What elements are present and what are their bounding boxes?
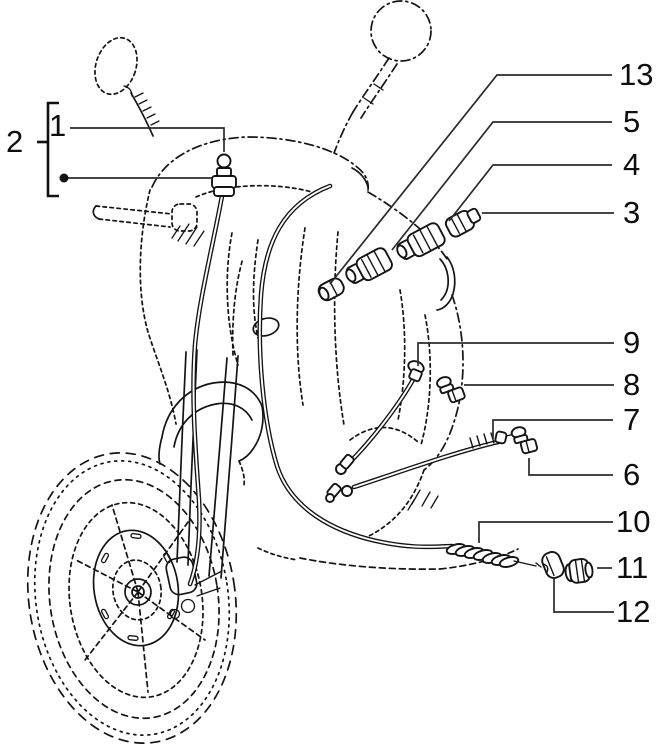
part-8-clamp — [436, 376, 466, 404]
scooter-body — [26, 0, 519, 744]
callout-6: 6 — [623, 457, 641, 492]
front-brake-cable — [187, 193, 225, 587]
callout-13: 13 — [619, 57, 654, 92]
right-body — [367, 191, 464, 511]
callout-11: 11 — [616, 550, 649, 585]
bracket-2 — [46, 101, 59, 198]
leader-13 — [329, 74, 612, 285]
part-6-clamp — [510, 426, 539, 455]
front-wheel — [26, 452, 238, 744]
right-mirror — [333, 0, 432, 154]
callout-2: 2 — [6, 124, 24, 159]
leader-5 — [391, 121, 612, 251]
part-12-grommet — [541, 551, 565, 579]
leader-4 — [448, 164, 612, 222]
front-fork — [176, 257, 244, 579]
leader-9 — [417, 342, 614, 366]
leader-12 — [553, 579, 614, 613]
leader-10 — [478, 521, 613, 543]
callout-10: 10 — [616, 504, 651, 539]
leg-shield — [139, 189, 345, 426]
callout-3: 3 — [623, 195, 641, 230]
cables — [187, 183, 542, 587]
leader-1 — [70, 127, 225, 152]
callout-8: 8 — [623, 367, 641, 402]
leader-7 — [492, 419, 613, 439]
brake-caliper — [165, 556, 223, 620]
callout-1: 1 — [49, 108, 67, 143]
callout-4: 4 — [623, 147, 641, 182]
part-5-adjuster — [345, 247, 393, 284]
callout-12: 12 — [616, 594, 651, 629]
left-brake-lever — [92, 203, 205, 247]
part-1-adjuster-ring — [216, 153, 232, 177]
part-11-nut — [564, 557, 594, 584]
cable-7 — [325, 430, 516, 503]
callout-5: 5 — [623, 104, 641, 139]
rear-brake-cable — [257, 183, 455, 550]
callout-7: 7 — [623, 402, 641, 437]
part-3-adjuster — [444, 207, 482, 238]
leader-6 — [528, 458, 613, 476]
handlebar-cover — [151, 136, 370, 198]
cable-9 — [335, 360, 425, 475]
brake-disc — [92, 529, 180, 647]
leader-lines — [37, 74, 614, 613]
odometer-cable — [445, 543, 542, 568]
exploded-parts — [211, 153, 594, 584]
part-2-adjuster-body — [211, 175, 237, 197]
part-4-adjuster — [396, 222, 446, 260]
callout-9: 9 — [623, 325, 641, 360]
left-mirror — [94, 36, 160, 137]
part-13-cable-end — [317, 277, 345, 302]
leader-2-dot — [59, 173, 69, 183]
front-fender — [158, 381, 264, 486]
